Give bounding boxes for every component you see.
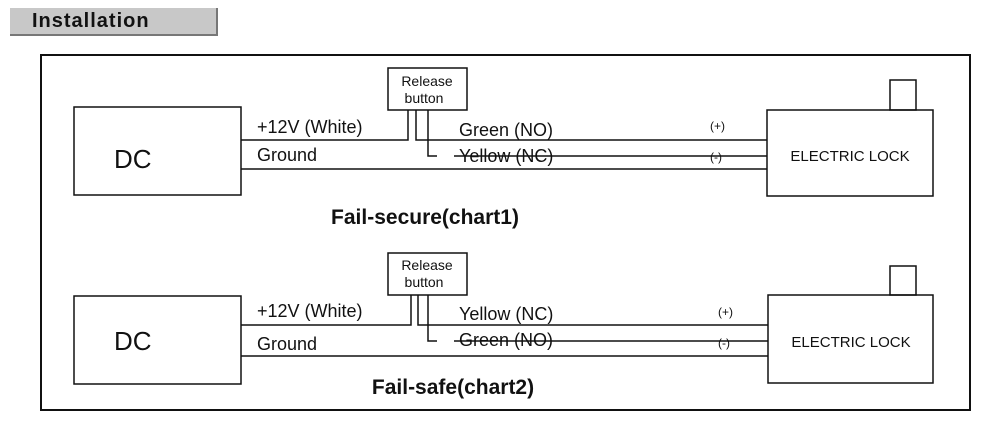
polarity-lower-1: (-) (710, 150, 722, 164)
header-title: Installation (32, 10, 150, 32)
dc-supply-box-1 (73, 106, 242, 196)
caption-fail-safe: Fail-safe(chart2) (372, 376, 534, 399)
polarity-upper-1: (+) (710, 119, 725, 133)
release-label-2b: button (405, 274, 444, 290)
diagram-frame (40, 54, 971, 411)
upper-wire-1 (415, 110, 767, 141)
lower-wire-label-2: Green (NO) (459, 330, 553, 350)
electric-lock-box-1 (766, 109, 934, 197)
dc-supply-box-2 (73, 295, 242, 385)
power-wire-label-2: +12V (White) (257, 301, 363, 321)
dc-label-1: DC (114, 144, 152, 174)
lock-label-1: ELECTRIC LOCK (790, 148, 909, 165)
polarity-lower-2: (-) (718, 336, 730, 350)
power-wire-1 (241, 110, 409, 141)
dc-label-2: DC (114, 326, 152, 356)
release-label-1a: Release (401, 73, 453, 89)
fail-secure-diagram (73, 67, 934, 197)
button-lead-2 (427, 295, 437, 342)
ground-wire-label-2: Ground (257, 334, 317, 354)
lower-wire-label-1: Yellow (NC) (459, 146, 553, 166)
electric-lock-box-2 (767, 294, 934, 384)
upper-wire-label-2: Yellow (NC) (459, 304, 553, 324)
power-wire-2 (241, 295, 412, 326)
release-label-2a: Release (401, 257, 453, 273)
fail-safe-diagram (73, 252, 934, 385)
power-wire-label-1: +12V (White) (257, 117, 363, 137)
installation-header: Installation (10, 8, 218, 36)
upper-wire-2 (417, 295, 768, 326)
ground-wire-label-1: Ground (257, 145, 317, 165)
lock-bolt-2 (889, 265, 917, 296)
button-lead-1 (427, 110, 437, 157)
polarity-upper-2: (+) (718, 305, 733, 319)
release-label-1b: button (405, 90, 444, 106)
lock-label-2: ELECTRIC LOCK (791, 334, 910, 351)
caption-fail-secure: Fail-secure(chart1) (331, 206, 519, 229)
upper-wire-label-1: Green (NO) (459, 120, 553, 140)
lock-bolt-1 (889, 79, 917, 111)
